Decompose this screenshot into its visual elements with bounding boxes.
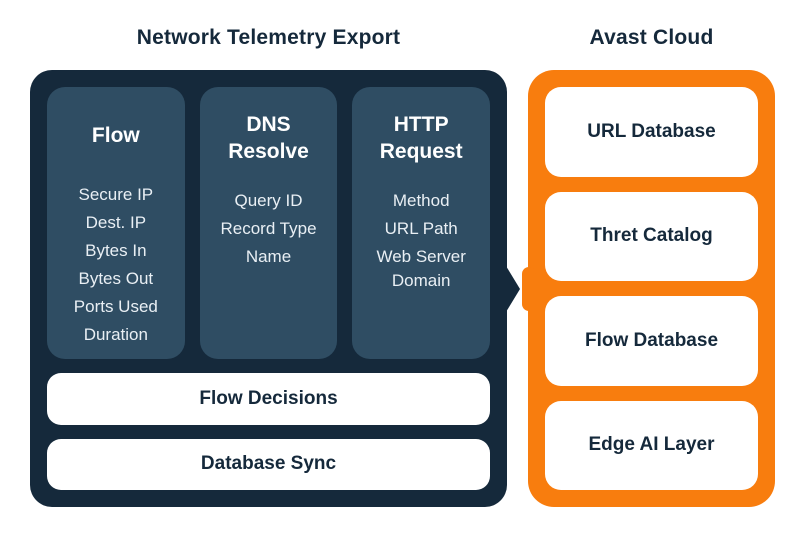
dns-resolve-column-header: DNS Resolve	[219, 97, 319, 179]
telemetry-columns: Flow Secure IP Dest. IP Bytes In Bytes O…	[47, 87, 491, 359]
flow-column-header-label: Flow	[91, 123, 140, 147]
list-item: Dest. IP	[85, 213, 147, 232]
right-panel-title: Avast Cloud	[589, 26, 714, 49]
flow-database-card: Flow Database	[545, 296, 758, 386]
list-item: Bytes Out	[78, 269, 154, 288]
list-item: Ports Used	[73, 297, 158, 316]
list-item: Method	[392, 191, 450, 210]
list-item: Query ID	[234, 191, 303, 210]
database-sync-bar: Database Sync	[47, 438, 490, 490]
flow-decisions-bar: Flow Decisions	[47, 373, 490, 425]
list-item: Secure IP	[78, 185, 154, 204]
flow-column-header: Flow	[92, 97, 140, 173]
list-item: Duration	[83, 325, 148, 344]
dns-resolve-column: DNS Resolve Query ID Record Type Name	[199, 87, 338, 359]
http-request-column-header: HTTP Request	[371, 97, 471, 179]
edge-ai-layer-card: Edge AI Layer	[545, 400, 758, 490]
left-panel-title: Network Telemetry Export	[136, 26, 401, 49]
thret-catalog-card: Thret Catalog	[545, 191, 758, 281]
flow-column: Flow Secure IP Dest. IP Bytes In Bytes O…	[47, 87, 185, 359]
connector-arrow-icon	[506, 265, 520, 312]
list-item: Name	[245, 247, 292, 266]
dns-resolve-column-items: Query ID Record Type Name	[220, 187, 316, 271]
network-telemetry-panel: Flow Secure IP Dest. IP Bytes In Bytes O…	[30, 70, 520, 507]
http-request-column: HTTP Request Method URL Path Web Server …	[352, 87, 491, 359]
list-item: Record Type	[220, 219, 317, 238]
url-database-card: URL Database	[545, 87, 758, 177]
avast-cloud-panel: URL Database Thret Catalog Flow Database…	[522, 70, 775, 507]
list-item: Web Server Domain	[376, 247, 466, 290]
http-request-column-items: Method URL Path Web Server Domain	[360, 187, 482, 295]
connector-tab	[522, 266, 536, 311]
flow-column-items: Secure IP Dest. IP Bytes In Bytes Out Po…	[74, 181, 158, 349]
http-request-column-header-label: HTTP Request	[379, 113, 463, 163]
list-item: URL Path	[384, 219, 458, 238]
list-item: Bytes In	[85, 241, 147, 260]
dns-resolve-column-header-label: DNS Resolve	[228, 113, 309, 163]
